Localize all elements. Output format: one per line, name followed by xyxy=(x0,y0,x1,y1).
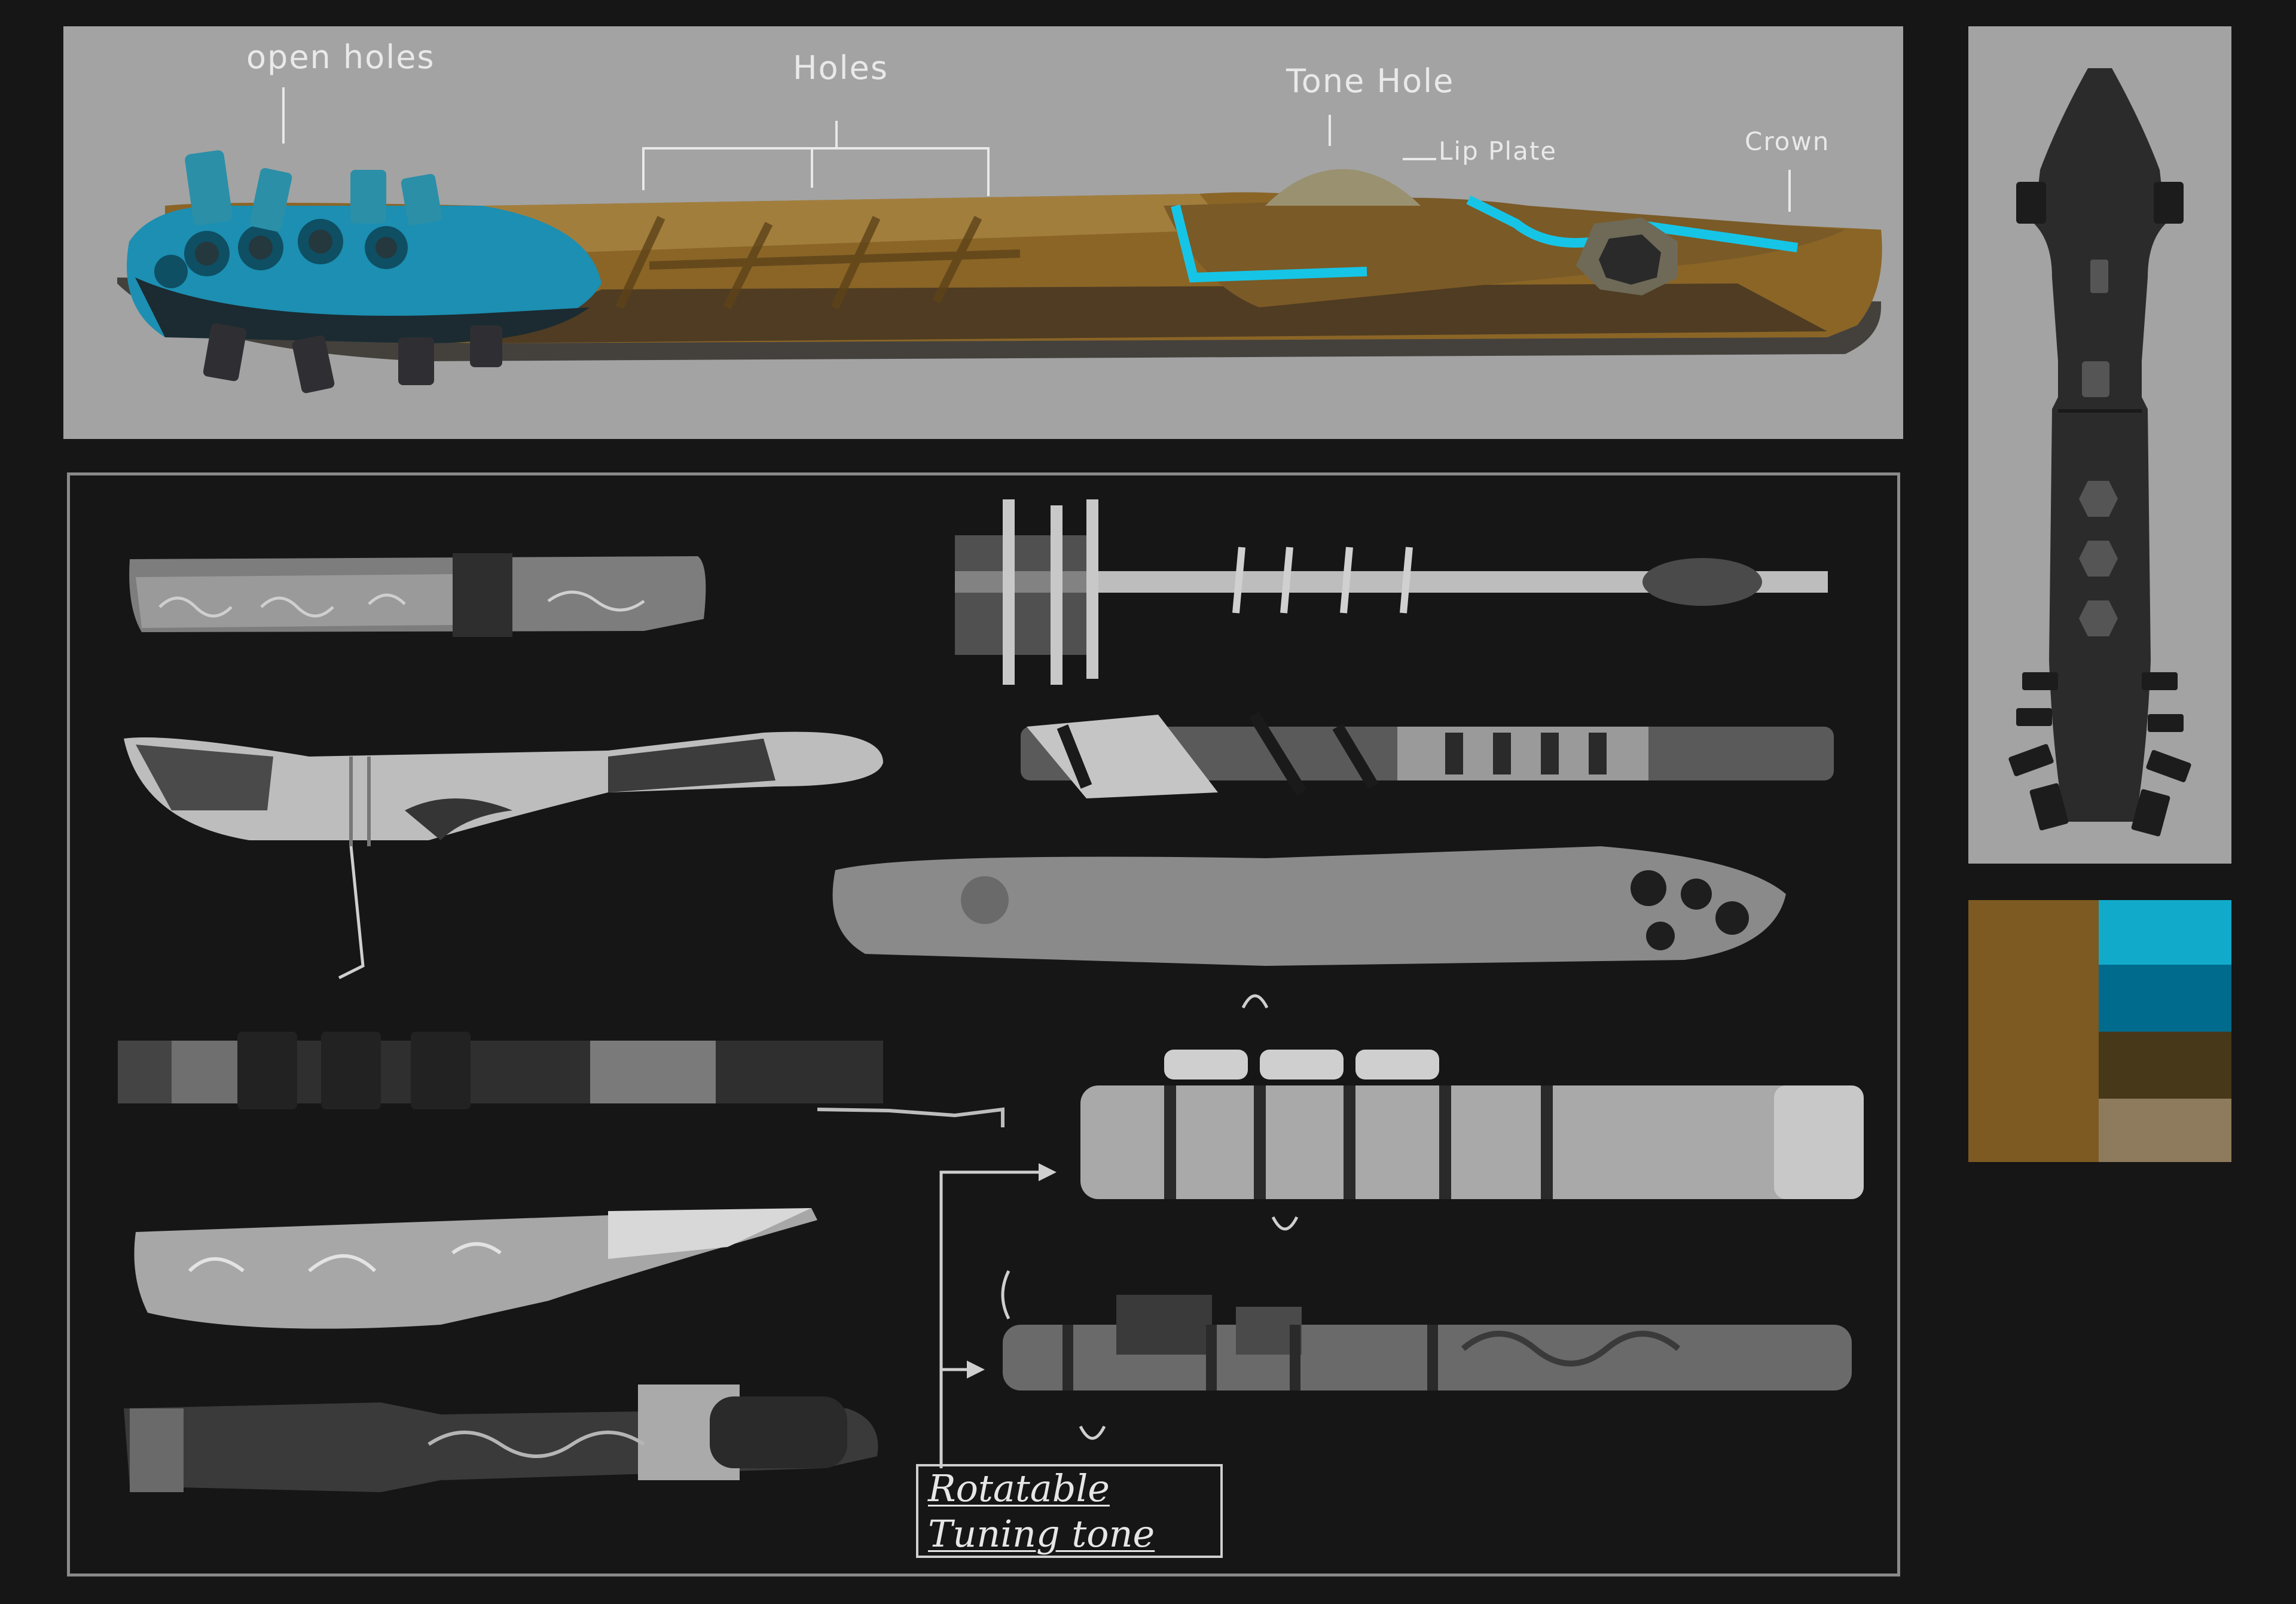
swatch-wood xyxy=(1968,900,2099,1162)
variation-4 xyxy=(134,1208,817,1329)
variation-1 xyxy=(129,553,706,637)
swatch-tan xyxy=(2099,1099,2231,1162)
variations-sheet: Rotatable Tuning tone xyxy=(67,472,1900,1576)
grayscale-variations xyxy=(118,499,1864,1492)
hero-panel: open holes Holes Tone Hole Lip Plate Cro… xyxy=(63,26,1903,439)
colored-flute-illustration xyxy=(117,87,1882,394)
variation-3 xyxy=(118,1032,1004,1127)
variation-6 xyxy=(955,499,1828,685)
label-open-holes: open holes xyxy=(246,38,435,76)
note-tuning-tone: Tuning tone xyxy=(928,1512,1155,1556)
variation-5 xyxy=(124,1385,878,1492)
swatch-dark-brown xyxy=(2099,1032,2231,1099)
variation-7 xyxy=(1021,711,1834,798)
label-lip-plate: Lip Plate xyxy=(1439,136,1558,166)
variation-2 xyxy=(124,731,883,980)
rotatable-note-box: Rotatable Tuning tone xyxy=(916,1464,1223,1558)
vertical-flute-silhouette xyxy=(2008,68,2191,837)
variation-8 xyxy=(832,846,1786,966)
side-silhouette-panel xyxy=(1968,26,2231,864)
variation-9 xyxy=(1080,1050,1864,1199)
swatch-cyan xyxy=(2099,900,2231,965)
variation-10 xyxy=(1003,1295,1852,1390)
note-rotatable: Rotatable xyxy=(928,1466,1110,1510)
label-crown: Crown xyxy=(1745,127,1830,156)
swatch-teal xyxy=(2099,965,2231,1032)
label-holes: Holes xyxy=(793,49,889,87)
color-palette xyxy=(1968,900,2231,1162)
label-tone-hole: Tone Hole xyxy=(1286,62,1455,100)
